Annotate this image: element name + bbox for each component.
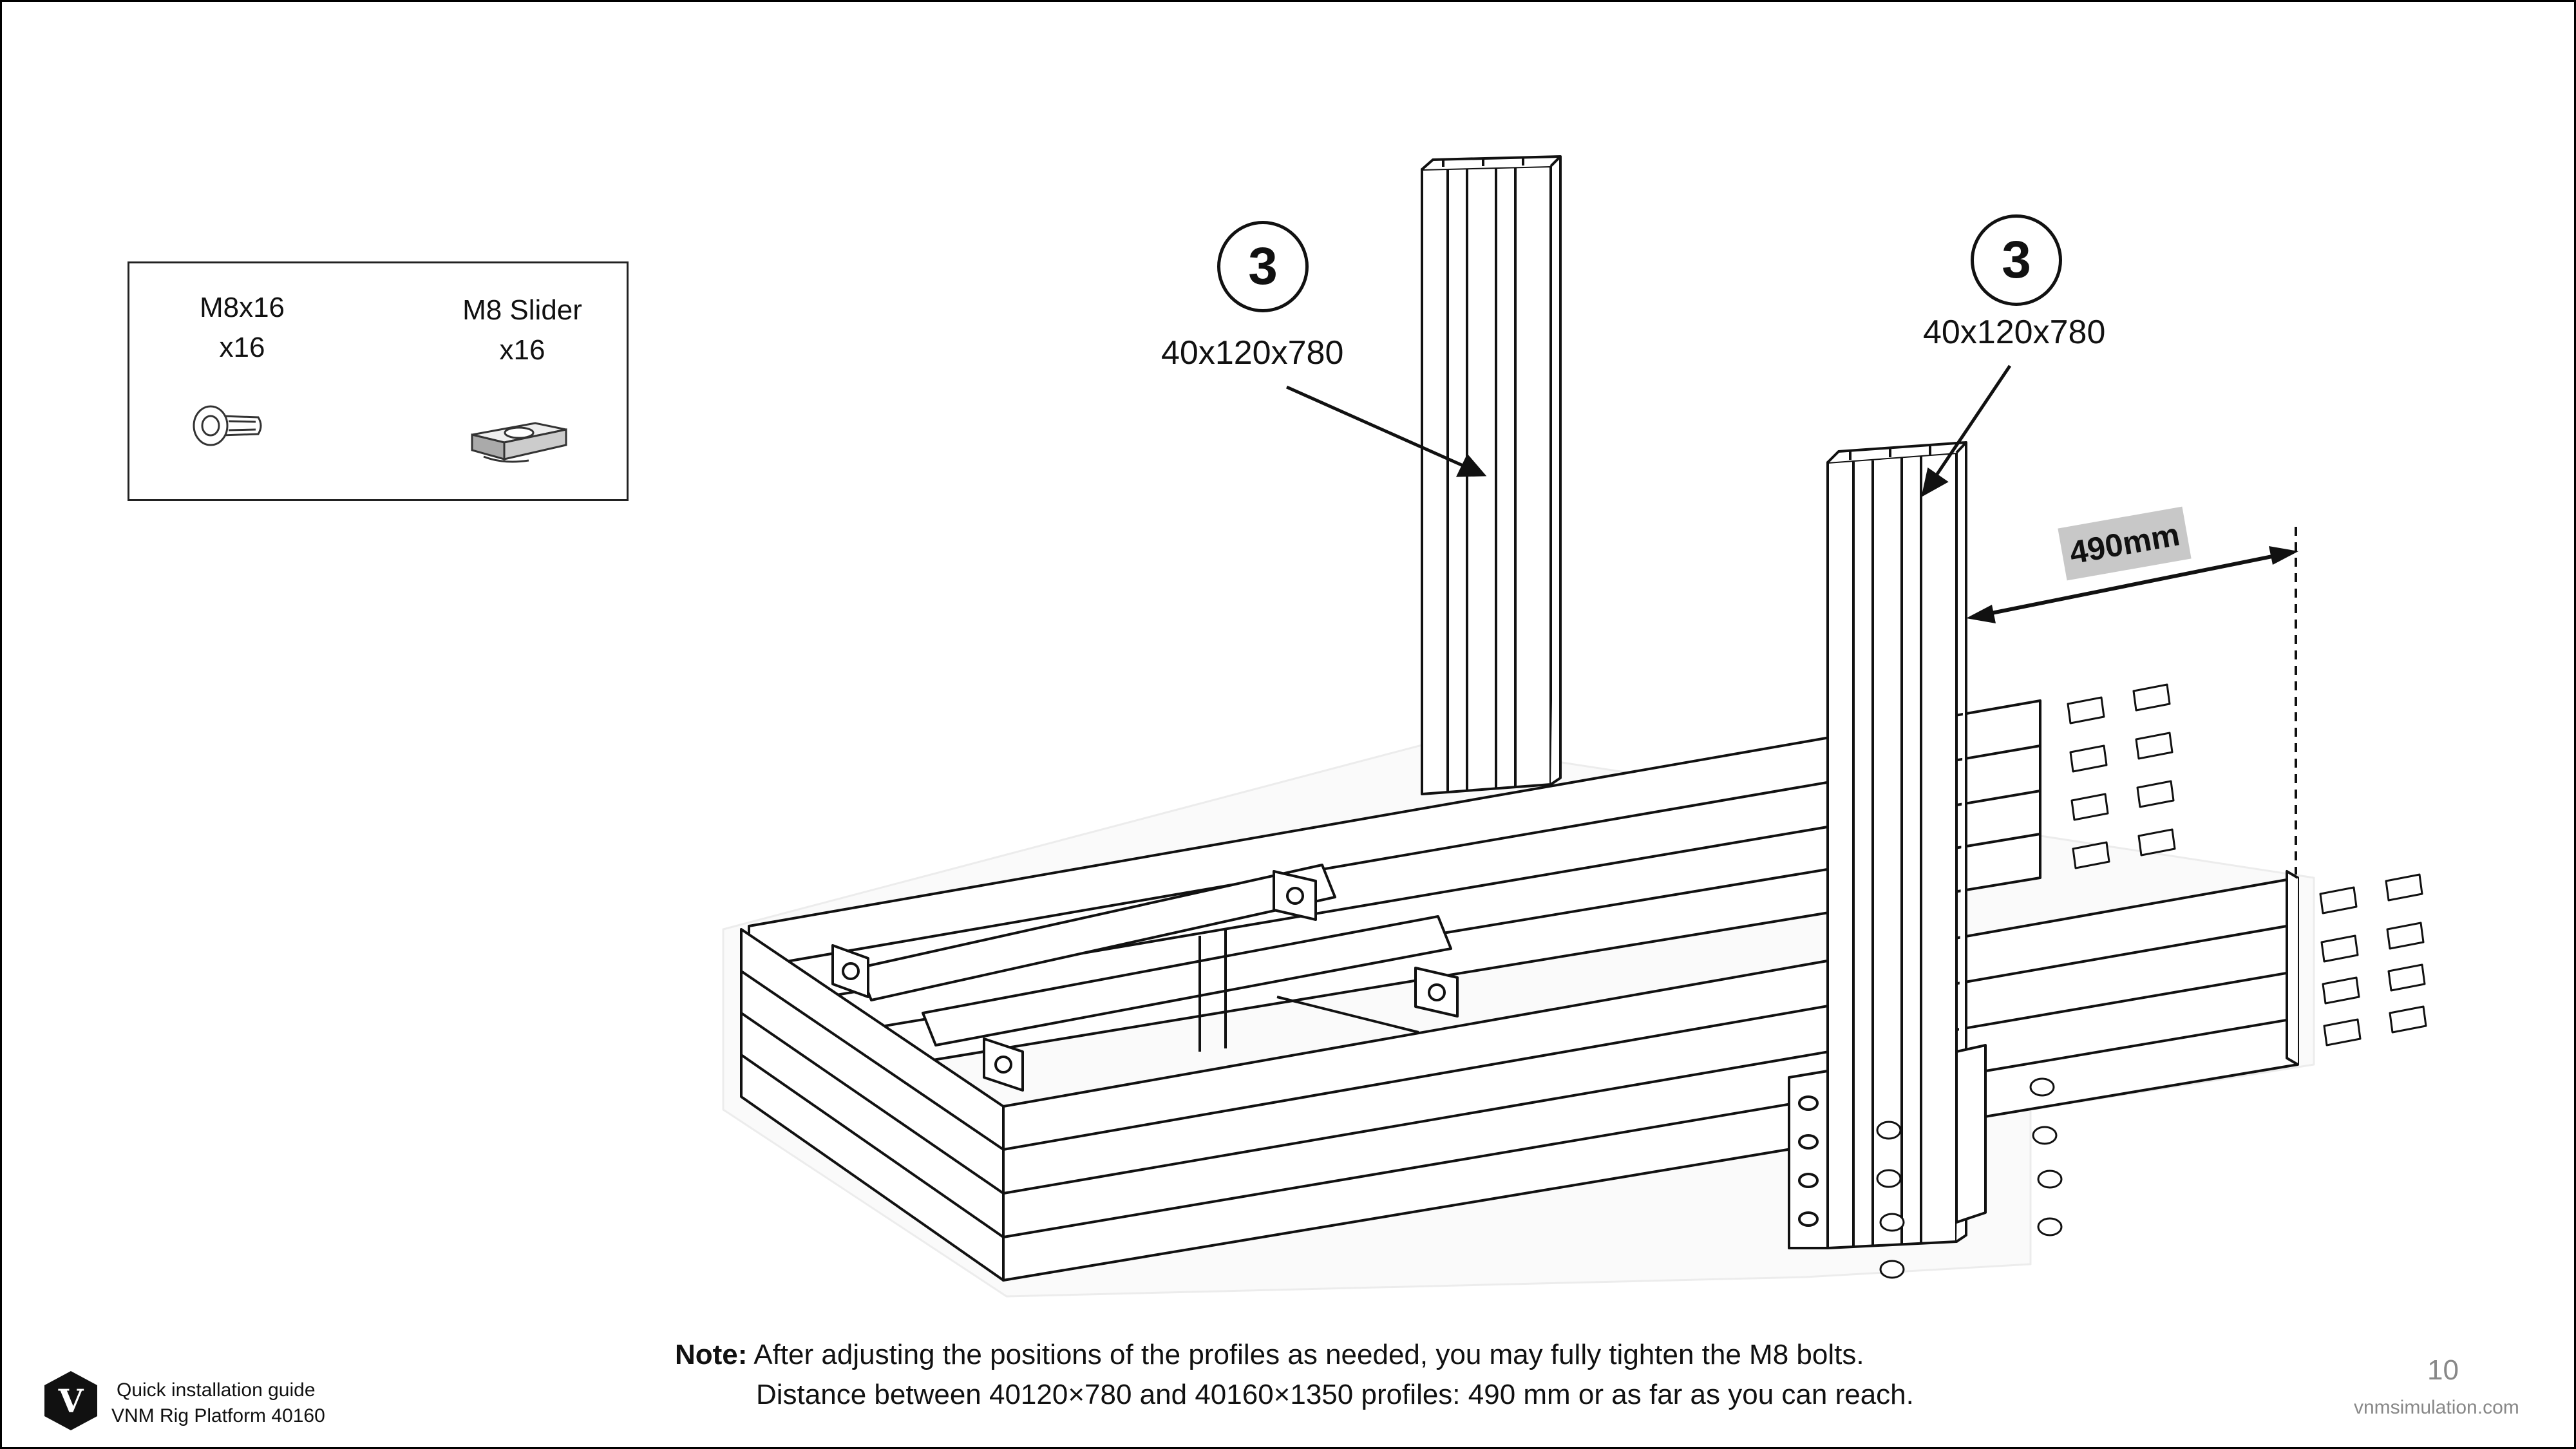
- callout-number: 3: [1971, 214, 2062, 306]
- page-number: 10: [2427, 1354, 2459, 1386]
- left-cross-profile: [740, 928, 1005, 1282]
- footer-guide-title: Quick installation guide: [117, 1379, 316, 1401]
- left-vertical-profile: [1421, 155, 1562, 795]
- callout-number: 3: [1217, 221, 1309, 312]
- corner-brackets: [831, 870, 1459, 1092]
- leader-arrows: [1285, 365, 2012, 497]
- distance-dimension: [1966, 527, 2298, 875]
- slider-part-label: M8 Slider x16: [445, 290, 600, 370]
- slider-part-qty: x16: [499, 334, 545, 366]
- profile-dimension-label: 40x120x780: [1923, 314, 2106, 351]
- inner-cross-bars: [857, 864, 1452, 1052]
- profile-dimension-label: 40x120x780: [1161, 334, 1344, 372]
- callout-number-text: 3: [1248, 237, 1278, 296]
- note-lead: Note:: [675, 1339, 748, 1370]
- vnm-logo-icon: V: [44, 1371, 97, 1430]
- hardware-parts-box: M8x16 x16 M8 Slider x16: [128, 261, 629, 501]
- right-vertical-profile: [1826, 441, 1967, 1249]
- callout-number-text: 3: [2002, 231, 2031, 289]
- loose-bolts: [1876, 1077, 2063, 1279]
- bolt-part-label: M8x16 x16: [165, 288, 319, 368]
- assembly-note: Note: After adjusting the positions of t…: [675, 1335, 1914, 1415]
- footer-product-name: VNM Rig Platform 40160: [111, 1405, 325, 1426]
- note-line-2: Distance between 40120×780 and 40160×135…: [756, 1379, 1914, 1410]
- loose-slider-nuts: [2067, 683, 2427, 1046]
- website-url: vnmsimulation.com: [2354, 1397, 2519, 1418]
- slider-part-name: M8 Slider: [462, 294, 582, 326]
- logo-letter: V: [58, 1382, 84, 1420]
- front-long-profile: [1002, 870, 2299, 1282]
- note-line-1: After adjusting the positions of the pro…: [753, 1339, 1864, 1370]
- slider-nut-icon: [471, 422, 567, 463]
- bolt-part-qty: x16: [219, 332, 265, 363]
- mounting-plate: [1788, 1044, 1987, 1249]
- bolt-icon: [193, 405, 262, 446]
- footer-guide-info: Quick installation guide VNM Rig Platfor…: [111, 1378, 325, 1429]
- bolt-part-name: M8x16: [199, 292, 285, 323]
